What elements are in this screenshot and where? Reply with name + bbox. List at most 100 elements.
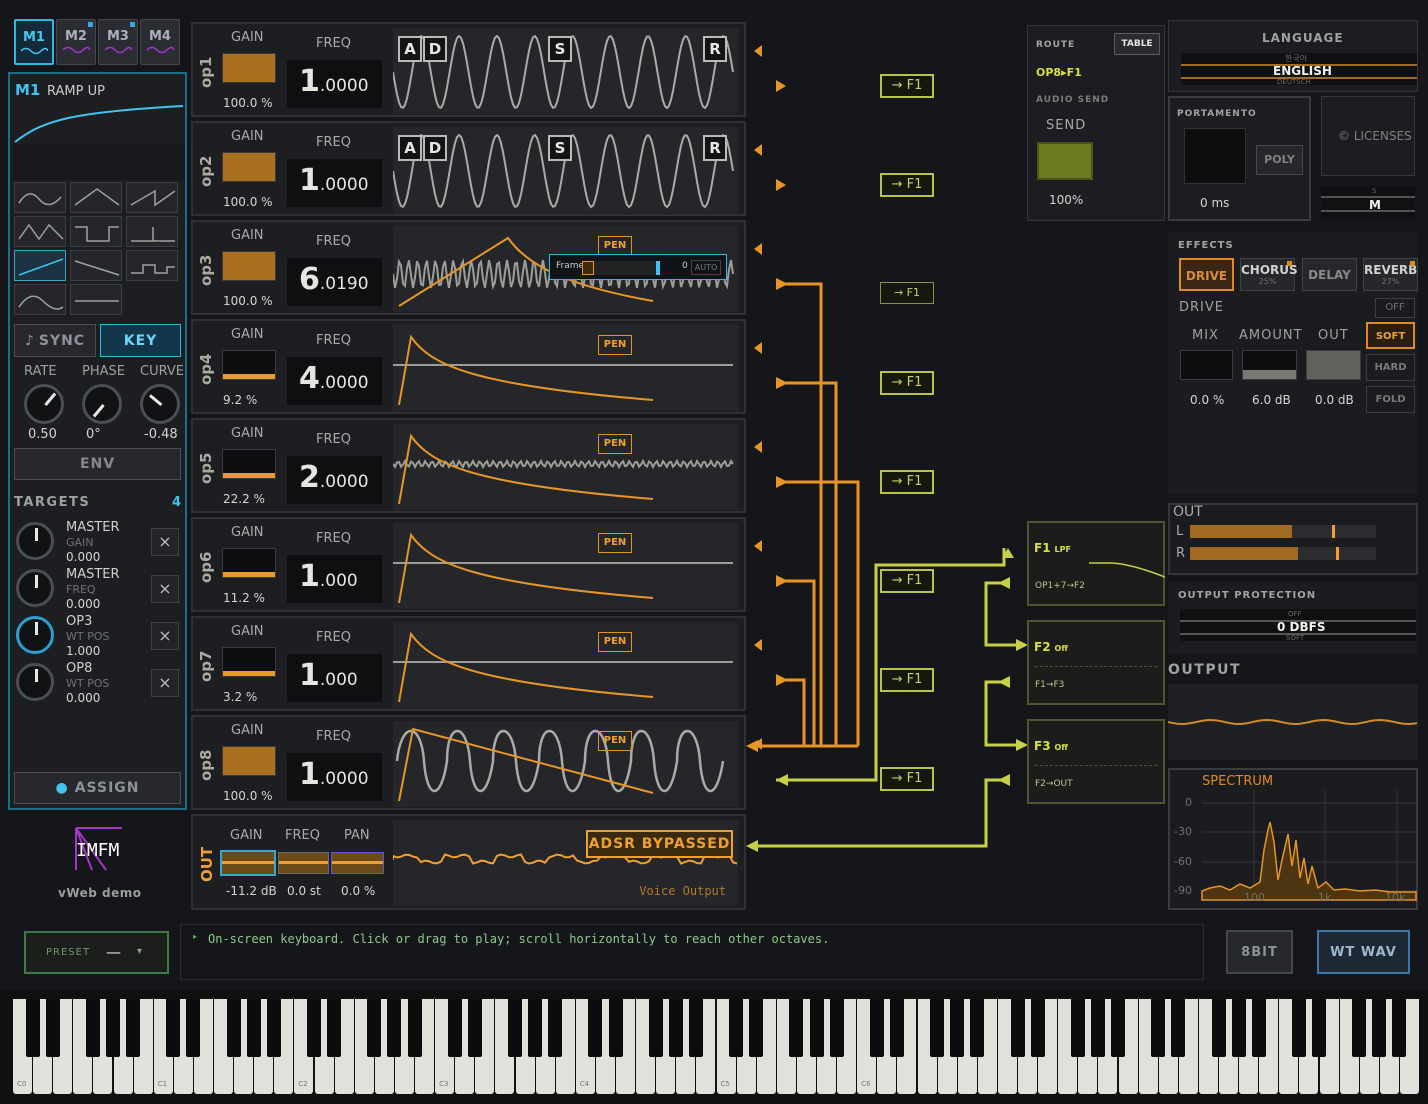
black-key[interactable] [1352, 999, 1367, 1057]
black-key[interactable] [25, 999, 40, 1057]
black-key[interactable] [1010, 999, 1025, 1057]
black-key[interactable] [1171, 999, 1186, 1057]
wt-wav-button[interactable]: WT WAV [1317, 930, 1410, 974]
freq-display[interactable] [287, 753, 382, 801]
portamento-slider[interactable] [1184, 128, 1246, 184]
black-key[interactable] [648, 999, 663, 1057]
black-key[interactable] [1030, 999, 1045, 1057]
drive-mode-fold[interactable]: FOLD [1366, 386, 1415, 413]
remove-target-button[interactable]: × [151, 528, 179, 556]
black-key[interactable] [327, 999, 342, 1057]
pen-button[interactable]: PEN [598, 731, 632, 751]
black-key[interactable] [688, 999, 703, 1057]
knob-rate[interactable] [24, 384, 64, 424]
gain-slider[interactable] [222, 746, 276, 776]
frame-handle[interactable] [582, 261, 594, 275]
black-key[interactable] [869, 999, 884, 1057]
effect-delay-button[interactable]: DELAY [1302, 258, 1357, 291]
out-level-slider[interactable] [1306, 350, 1361, 380]
env-handle-r[interactable]: R [703, 36, 727, 62]
waveform-button-11[interactable] [70, 284, 122, 315]
operator-wave-screen[interactable]: PEN→ F1 [393, 622, 934, 708]
black-key[interactable] [166, 999, 181, 1057]
route-to-f1-button[interactable]: → F1 [880, 74, 934, 98]
env-handle-d[interactable]: D [423, 135, 447, 161]
black-key[interactable] [266, 999, 281, 1057]
black-key[interactable] [1211, 999, 1226, 1057]
gain-slider[interactable] [222, 647, 276, 677]
env-button[interactable]: ENV [14, 448, 181, 480]
black-key[interactable] [1151, 999, 1166, 1057]
freq-display[interactable] [287, 357, 382, 405]
black-key[interactable] [226, 999, 241, 1057]
send-slider[interactable] [1037, 142, 1093, 180]
black-key[interactable] [548, 999, 563, 1057]
remove-target-button[interactable]: × [151, 575, 179, 603]
table-button[interactable]: TABLE [1114, 33, 1160, 55]
route-to-f1-button[interactable]: → F1 [880, 173, 934, 197]
env-handle-a[interactable]: A [398, 36, 422, 62]
freq-display[interactable] [287, 654, 382, 702]
env-handle-s[interactable]: S [548, 135, 572, 161]
sync-button[interactable]: ♪SYNC [14, 324, 96, 357]
drive-mode-soft[interactable]: SOFT [1366, 322, 1415, 349]
black-key[interactable] [45, 999, 60, 1057]
drive-off-button[interactable]: OFF [1375, 298, 1415, 318]
poly-button[interactable]: POLY [1256, 145, 1303, 175]
black-key[interactable] [1111, 999, 1125, 1057]
operator-wave-screen[interactable]: PEN→ F1 [393, 523, 934, 609]
knob-phase[interactable] [82, 384, 122, 424]
frame-slider[interactable] [582, 261, 660, 275]
black-key[interactable] [1291, 999, 1306, 1057]
operator-wave-screen[interactable]: PEN→ F1 [393, 721, 934, 807]
preset-selector[interactable]: PRESET — ▾ [24, 931, 169, 974]
black-key[interactable] [307, 999, 321, 1057]
pen-button[interactable]: PEN [598, 632, 632, 652]
black-key[interactable] [588, 999, 603, 1057]
waveform-button-1[interactable] [14, 182, 66, 213]
8bit-button[interactable]: 8BIT [1226, 930, 1293, 974]
black-key[interactable] [186, 999, 201, 1057]
black-key[interactable] [447, 999, 462, 1057]
waveform-button-6[interactable] [126, 216, 178, 247]
black-key[interactable] [246, 999, 261, 1057]
black-key[interactable] [126, 999, 141, 1057]
freq-display[interactable] [287, 60, 382, 108]
route-to-f1-button[interactable]: → F1 [880, 470, 934, 494]
freq-display[interactable] [287, 555, 382, 603]
waveform-button-2[interactable] [70, 182, 122, 213]
amount-slider[interactable] [1242, 350, 1297, 380]
gain-slider[interactable] [222, 350, 276, 380]
black-key[interactable] [930, 999, 945, 1057]
env-handle-s[interactable]: S [548, 36, 572, 62]
out-freq-slider[interactable] [278, 852, 329, 874]
pen-button[interactable]: PEN [598, 236, 632, 256]
black-key[interactable] [528, 999, 543, 1057]
adsr-bypassed-badge[interactable]: ADSR BYPASSED [586, 830, 733, 858]
mix-slider[interactable] [1180, 350, 1233, 380]
waveform-button-7[interactable] [14, 250, 66, 281]
black-key[interactable] [1070, 999, 1085, 1057]
black-key[interactable] [1312, 999, 1326, 1057]
black-key[interactable] [106, 999, 120, 1057]
target-knob[interactable] [16, 663, 54, 701]
black-key[interactable] [1392, 999, 1407, 1057]
out-pan-slider[interactable] [331, 852, 384, 874]
key-button[interactable]: KEY [100, 324, 181, 357]
black-key[interactable] [789, 999, 804, 1057]
mod-tab-m3[interactable]: M3 [98, 19, 138, 65]
black-key[interactable] [749, 999, 764, 1057]
gain-slider[interactable] [222, 449, 276, 479]
gain-slider[interactable] [222, 53, 276, 83]
waveform-button-3[interactable] [126, 182, 178, 213]
waveform-button-4[interactable] [14, 216, 66, 247]
black-key[interactable] [387, 999, 402, 1057]
black-key[interactable] [407, 999, 422, 1057]
black-key[interactable] [829, 999, 844, 1057]
gain-slider[interactable] [222, 251, 276, 281]
